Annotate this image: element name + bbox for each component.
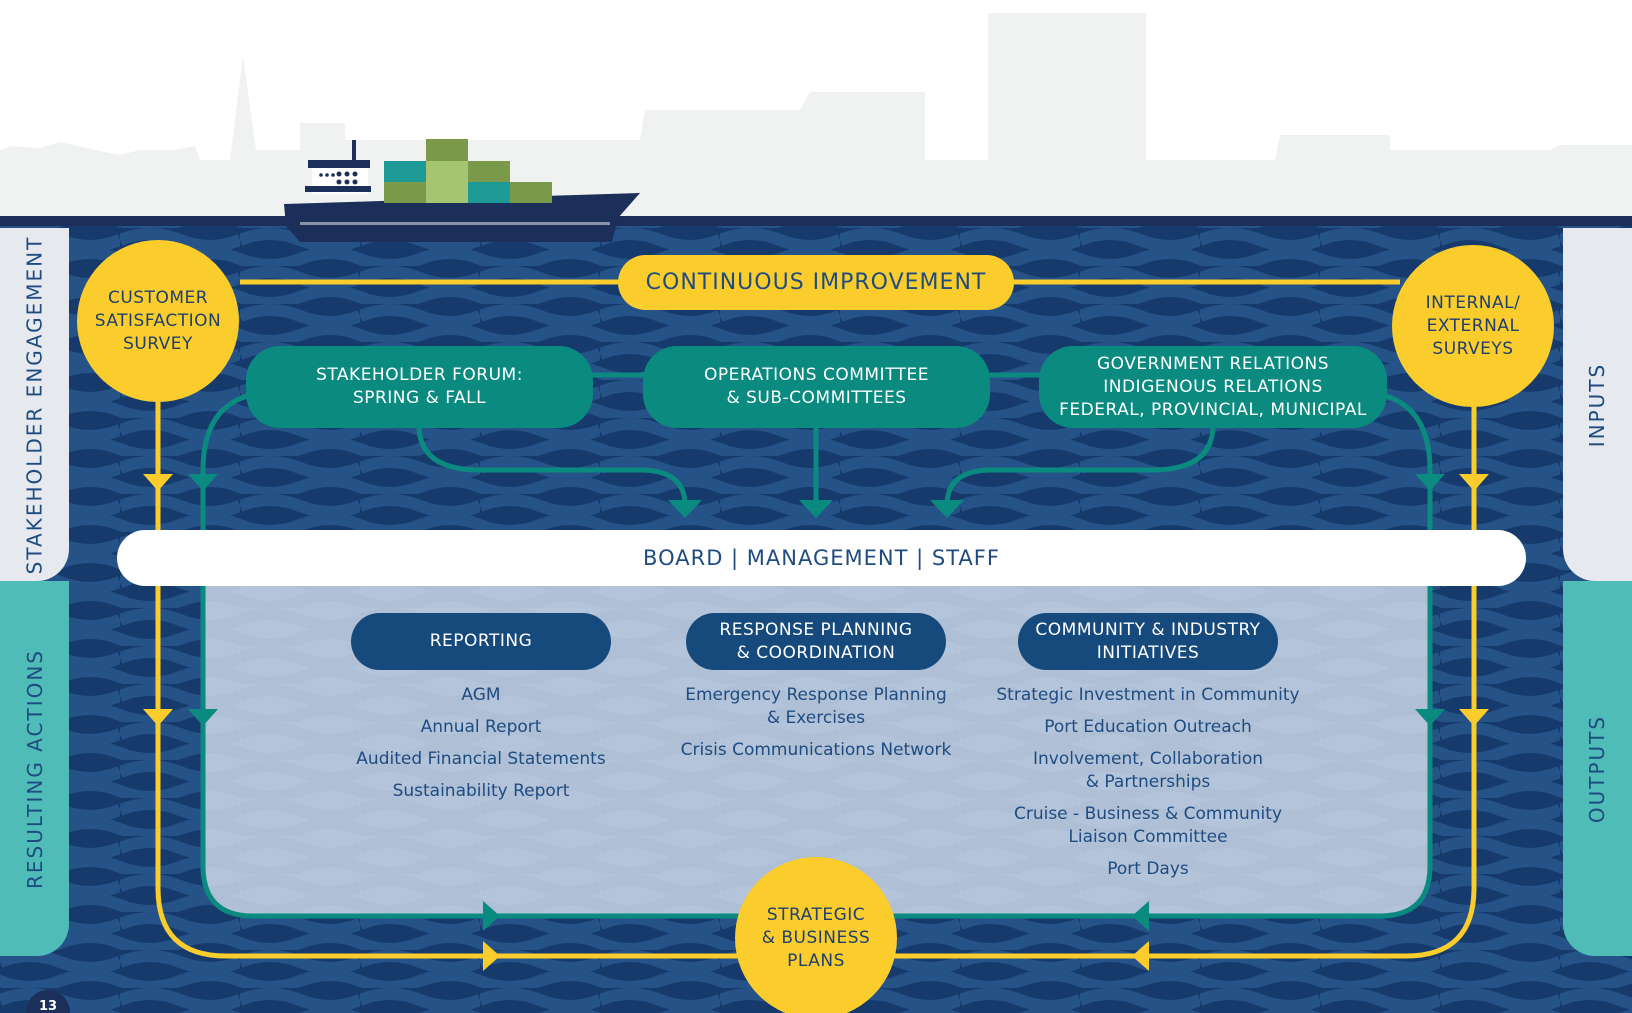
reporting-list: AGM Annual Report Audited Financial Stat… (331, 684, 631, 803)
list-item: Annual Report (420, 717, 542, 737)
list-item: Crisis Communications Network (680, 740, 952, 760)
side-tab-stakeholder-engagement: STAKEHOLDER ENGAGEMENT (0, 228, 69, 581)
customer-satisfaction-survey-circle: CUSTOMER SATISFACTION SURVEY (77, 240, 239, 402)
reporting-heading: REPORTING (351, 613, 611, 670)
board-management-staff-bar: BOARD | MANAGEMENT | STAFF (117, 530, 1526, 586)
stakeholder-forum-node: STAKEHOLDER FORUM: SPRING & FALL (246, 346, 593, 428)
customer-survey-label: CUSTOMER SATISFACTION SURVEY (94, 287, 222, 354)
list-item: Cruise - Business & Community Liaison Co… (1013, 804, 1283, 847)
response-planning-heading: RESPONSE PLANNING & COORDINATION (686, 613, 946, 670)
strategic-plans-label: STRATEGIC & BUSINESS PLANS (761, 904, 871, 971)
continuous-improvement-label: CONTINUOUS IMPROVEMENT (645, 270, 987, 295)
city-skyline (0, 13, 1632, 216)
government-relations-node: GOVERNMENT RELATIONS INDIGENOUS RELATION… (1039, 346, 1387, 428)
side-tab-inputs: INPUTS (1563, 228, 1632, 581)
list-item: Audited Financial Statements (356, 749, 606, 769)
side-tab-outputs: OUTPUTS (1563, 581, 1632, 956)
list-item: Sustainability Report (392, 781, 570, 801)
list-item: Strategic Investment in Community (996, 685, 1300, 705)
list-item: Port Days (1107, 859, 1189, 879)
cargo-ship (284, 139, 640, 242)
side-tab-label: STAKEHOLDER ENGAGEMENT (22, 235, 47, 574)
operations-committee-node: OPERATIONS COMMITTEE & SUB-COMMITTEES (643, 346, 990, 428)
response-planning-heading-label: RESPONSE PLANNING & COORDINATION (719, 619, 913, 663)
internal-surveys-label: INTERNAL/ EXTERNAL SURVEYS (1425, 292, 1521, 359)
operations-committee-label: OPERATIONS COMMITTEE & SUB-COMMITTEES (703, 365, 930, 408)
side-tab-label: RESULTING ACTIONS (22, 648, 47, 889)
page-number: 13 (38, 999, 58, 1013)
list-item: Port Education Outreach (1044, 717, 1252, 737)
reporting-heading-label: REPORTING (429, 631, 533, 651)
list-item: AGM (461, 685, 501, 705)
government-relations-label: GOVERNMENT RELATIONS INDIGENOUS RELATION… (1059, 353, 1367, 420)
page-number-badge: 13 (26, 990, 70, 1013)
list-item: Involvement, Collaboration & Partnership… (1032, 749, 1264, 792)
flow-arrows (143, 474, 1489, 971)
board-bar-label: BOARD | MANAGEMENT | STAFF (643, 546, 1000, 570)
community-initiatives-list: Strategic Investment in Community Port E… (988, 684, 1308, 881)
continuous-improvement-pill: CONTINUOUS IMPROVEMENT (618, 255, 1014, 310)
stakeholder-forum-label: STAKEHOLDER FORUM: SPRING & FALL (316, 365, 523, 408)
side-tab-label: OUTPUTS (1585, 714, 1610, 823)
response-planning-list: Emergency Response Planning & Exercises … (656, 684, 976, 762)
list-item: Emergency Response Planning & Exercises (685, 685, 947, 728)
strategic-business-plans-circle: STRATEGIC & BUSINESS PLANS (735, 857, 897, 1013)
horizon-line (0, 216, 1632, 226)
community-initiatives-heading-label: COMMUNITY & INDUSTRY INITIATIVES (1035, 619, 1261, 663)
community-initiatives-heading: COMMUNITY & INDUSTRY INITIATIVES (1018, 613, 1278, 670)
internal-external-surveys-circle: INTERNAL/ EXTERNAL SURVEYS (1392, 245, 1554, 407)
side-tab-label: INPUTS (1585, 362, 1610, 447)
side-tab-resulting-actions: RESULTING ACTIONS (0, 581, 69, 956)
